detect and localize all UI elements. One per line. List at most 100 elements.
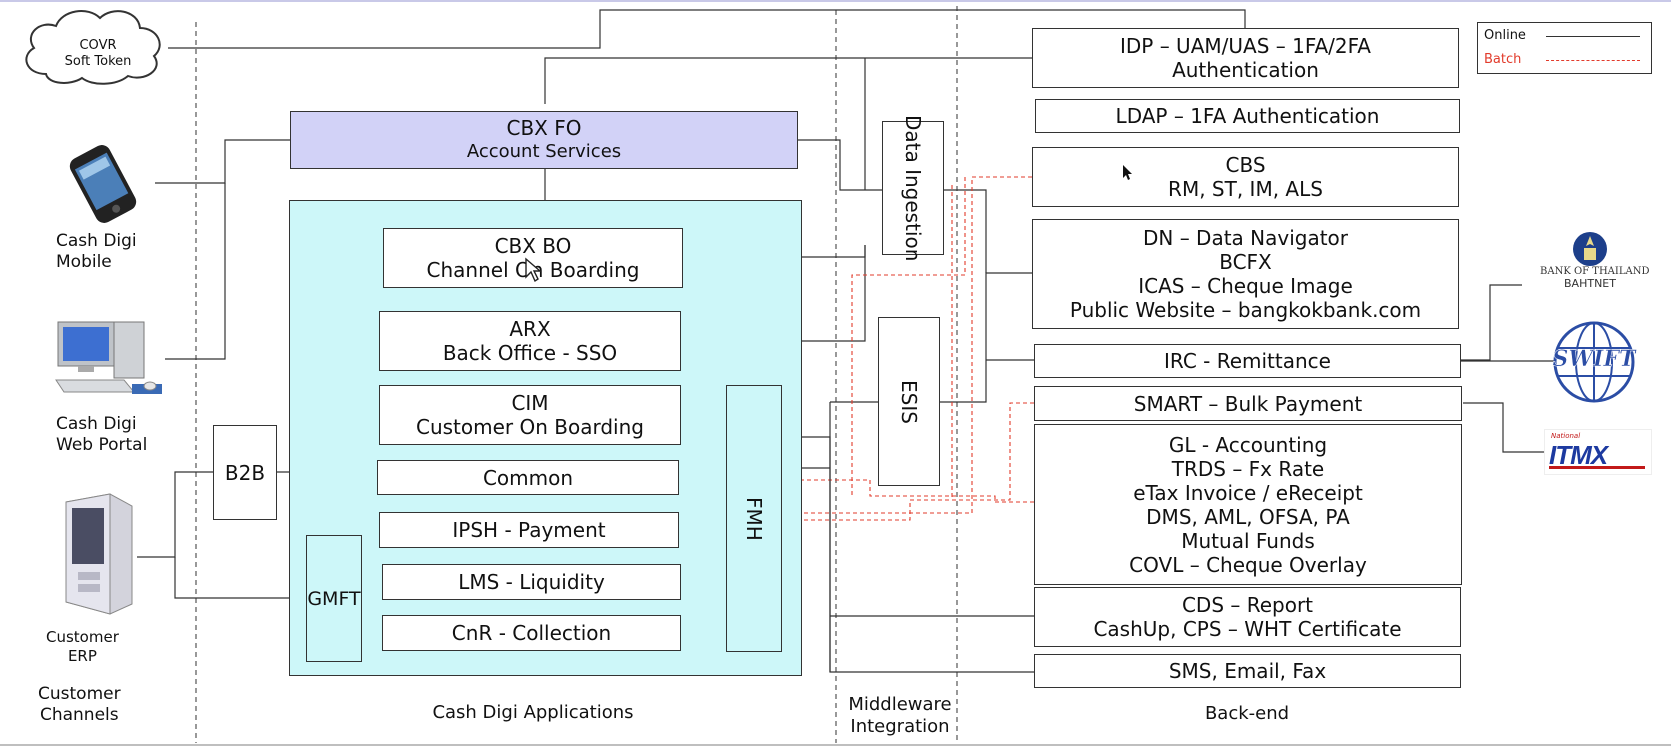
gl-box[interactable]: GL - Accounting TRDS – Fx Rate eTax Invo…: [1034, 424, 1462, 585]
mouse-pointer-icon: [525, 257, 542, 283]
back-end-section-label: Back-end: [1204, 703, 1290, 724]
itmx-logo: National ITMX: [1545, 430, 1651, 474]
idp-title: IDP – UAM/UAS – 1FA/2FA: [1119, 34, 1371, 58]
middleware-section-label: Middleware Integration: [838, 694, 962, 738]
mobile-phone-icon: [69, 145, 137, 223]
server-tower-icon: [65, 493, 133, 615]
esis-label: ESIS: [897, 379, 921, 424]
cbx-fo-title: CBX FO: [506, 116, 582, 140]
smart-label: SMART – Bulk Payment: [1133, 391, 1363, 416]
gl-line-mutual-funds: Mutual Funds: [1181, 528, 1315, 553]
gl-line-etax: eTax Invoice / eReceipt: [1133, 480, 1363, 505]
cnr-label: CnR - Collection: [451, 621, 612, 645]
covr-label: COVR Soft Token: [48, 38, 148, 70]
desktop-computer-icon: [55, 321, 162, 394]
cbs-box[interactable]: CBS RM, ST, IM, ALS: [1032, 147, 1459, 207]
cbx-fo-box[interactable]: CBX FO Account Services: [290, 111, 798, 169]
section-label-line1: Customer: [38, 684, 121, 704]
legend-batch-label: Batch: [1484, 52, 1522, 67]
fmh-label: FMH: [742, 496, 766, 541]
dn-line-data-navigator: DN – Data Navigator: [1142, 226, 1349, 250]
arx-box[interactable]: ARX Back Office - SSO: [379, 311, 681, 371]
lms-box[interactable]: LMS - Liquidity: [382, 564, 681, 600]
ldap-label: LDAP – 1FA Authentication: [1115, 104, 1380, 128]
gl-line-covl: COVL – Cheque Overlay: [1129, 552, 1367, 577]
cbs-subtitle: RM, ST, IM, ALS: [1168, 177, 1323, 201]
b2b-label: B2B: [224, 460, 266, 485]
lms-label: LMS - Liquidity: [458, 570, 605, 594]
legend-batch-line: [1546, 60, 1640, 61]
dn-line-icas: ICAS – Cheque Image: [1138, 274, 1353, 298]
cds-title: CDS – Report: [1181, 593, 1314, 617]
dn-box[interactable]: DN – Data Navigator BCFX ICAS – Cheque I…: [1032, 219, 1459, 329]
batch-lines: [782, 176, 1034, 521]
web-label-line2: Web Portal: [56, 435, 148, 455]
gl-line-trds: TRDS – Fx Rate: [1171, 456, 1325, 481]
legend-online-label: Online: [1484, 28, 1526, 43]
cash-digi-web-label: Cash Digi Web Portal: [56, 414, 147, 456]
sms-box[interactable]: SMS, Email, Fax: [1034, 654, 1461, 688]
arx-subtitle: Back Office - SSO: [442, 341, 618, 365]
cnr-box[interactable]: CnR - Collection: [382, 615, 681, 651]
dn-line-bcfx: BCFX: [1219, 250, 1272, 274]
idp-box[interactable]: IDP – UAM/UAS – 1FA/2FA Authentication: [1032, 28, 1459, 88]
arx-title: ARX: [509, 317, 551, 341]
cloud-icon: [25, 10, 161, 85]
section-dividers: [195, 6, 958, 743]
fmh-box[interactable]: FMH: [726, 385, 782, 652]
mobile-label-line2: Mobile: [56, 252, 112, 272]
b2b-box[interactable]: B2B: [213, 425, 277, 520]
gmft-label: GMFT: [307, 587, 361, 610]
cds-box[interactable]: CDS – Report CashUp, CPS – WHT Certifica…: [1034, 587, 1461, 647]
middleware-label-line1: Middleware: [848, 694, 952, 715]
covr-subtitle: Soft Token: [64, 54, 132, 69]
web-label-line1: Cash Digi: [56, 414, 137, 434]
itmx-underline: [1549, 466, 1645, 469]
section-label-line2: Channels: [39, 705, 119, 725]
itmx-national-text: National: [1551, 432, 1581, 440]
mobile-label-line1: Cash Digi: [56, 231, 137, 251]
sms-label: SMS, Email, Fax: [1168, 659, 1327, 683]
common-box[interactable]: Common: [377, 460, 679, 495]
irc-label: IRC - Remittance: [1164, 349, 1331, 373]
ldap-box[interactable]: LDAP – 1FA Authentication: [1035, 99, 1460, 133]
erp-label-line1: Customer: [46, 628, 119, 646]
covr-title: COVR: [79, 38, 117, 53]
cash-digi-applications-section-label: Cash Digi Applications: [432, 702, 634, 723]
legend-online-line: [1546, 36, 1640, 37]
ipsh-box[interactable]: IPSH - Payment: [379, 512, 679, 548]
bot-name: BANK OF THAILAND: [1540, 266, 1650, 277]
gl-line-accounting: GL - Accounting: [1168, 432, 1328, 457]
swift-globe-icon: [1553, 321, 1635, 403]
dn-line-public-website: Public Website – bangkokbank.com: [1069, 298, 1422, 322]
bank-of-thailand-logo-icon: [1573, 232, 1607, 266]
cim-subtitle: Customer On Boarding: [416, 415, 644, 439]
bank-of-thailand-label: BANK OF THAILAND BAHTNET: [1540, 266, 1650, 290]
itmx-logo-text: ITMX: [1549, 440, 1608, 470]
idp-subtitle: Authentication: [1172, 58, 1319, 82]
legend: Online Batch: [1477, 22, 1652, 74]
common-label: Common: [482, 465, 574, 490]
esis-box[interactable]: ESIS: [878, 317, 940, 486]
middleware-label-line2: Integration: [850, 716, 950, 737]
gmft-box[interactable]: GMFT: [306, 535, 362, 662]
irc-box[interactable]: IRC - Remittance: [1034, 344, 1461, 378]
data-ingestion-box[interactable]: Data Ingestion: [882, 115, 944, 261]
smart-box[interactable]: SMART – Bulk Payment: [1034, 386, 1462, 421]
data-ingestion-label: Data Ingestion: [901, 114, 925, 262]
cbx-fo-subtitle: Account Services: [466, 141, 622, 162]
customer-channels-section-label: Customer Channels: [38, 684, 121, 726]
gl-line-dms: DMS, AML, OFSA, PA: [1146, 504, 1350, 529]
cbx-bo-title: CBX BO: [494, 234, 572, 258]
cursor-arrow-icon: [1123, 165, 1132, 180]
cbs-title: CBS: [1225, 153, 1266, 177]
swift-logo-text: SWIFT: [1552, 346, 1636, 373]
ipsh-label: IPSH - Payment: [452, 518, 606, 542]
cim-title: CIM: [511, 391, 549, 415]
cash-digi-mobile-label: Cash Digi Mobile: [56, 231, 137, 273]
erp-label-line2: ERP: [67, 647, 97, 665]
bahtnet-label: BAHTNET: [1564, 277, 1616, 290]
customer-erp-label: Customer ERP: [46, 628, 119, 666]
cim-box[interactable]: CIM Customer On Boarding: [379, 385, 681, 445]
